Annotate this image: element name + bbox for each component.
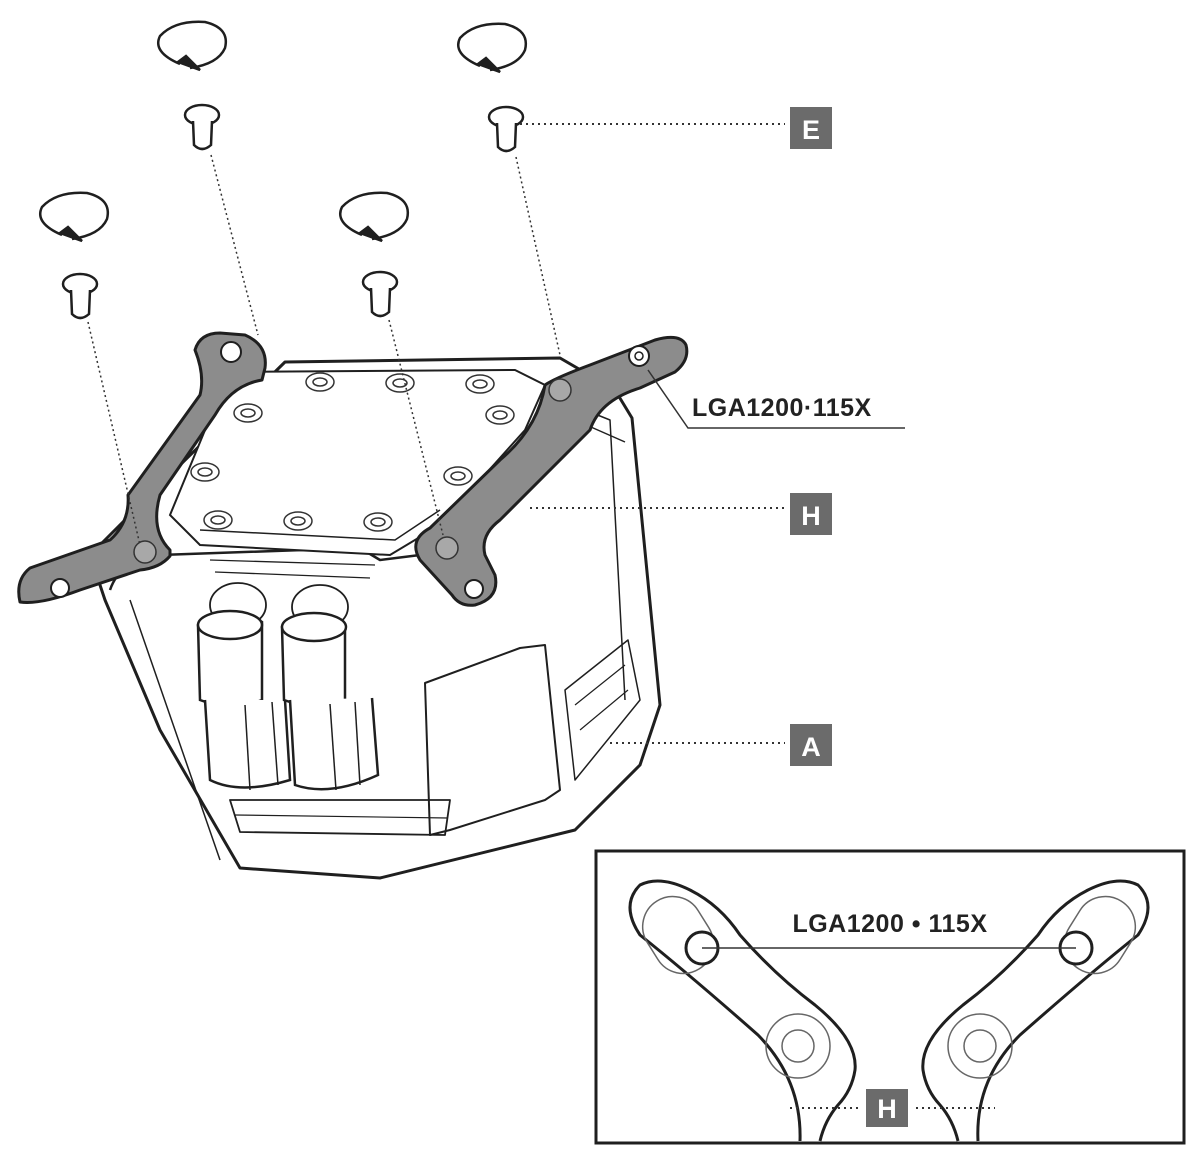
rotate-clockwise-icon: [157, 20, 228, 72]
screw-hole: [443, 466, 473, 486]
screw-icon: [183, 103, 221, 151]
svg-text:E: E: [802, 115, 820, 145]
screw-hole: [465, 374, 495, 394]
screw-hole: [203, 510, 233, 530]
screw-hole: [363, 512, 393, 532]
screw-hole: [385, 373, 415, 393]
tag-e: E: [790, 107, 832, 149]
mounting-bracket-right: [414, 335, 689, 607]
inset-detail: LGA1200 • 115X H: [594, 849, 1186, 1145]
rotation-arrows: [39, 20, 528, 243]
screw-hole: [283, 511, 313, 531]
leader-lines: [520, 123, 905, 744]
screw-hole: [485, 405, 515, 425]
screw-hole: [190, 462, 220, 482]
svg-text:H: H: [877, 1094, 897, 1124]
tube-fittings: [196, 582, 380, 791]
rotate-clockwise-icon: [339, 191, 410, 243]
fitting-left: [196, 582, 292, 791]
tag-h: H: [790, 493, 832, 535]
socket-label-inset: LGA1200 • 115X: [792, 910, 987, 938]
screw-icon: [361, 270, 399, 318]
screw-icon: [487, 105, 525, 153]
screw-icon: [61, 272, 99, 320]
tag-a: A: [790, 724, 832, 766]
mounting-bracket-left: [17, 331, 267, 604]
alignment-guides: [87, 154, 561, 546]
svg-text:A: A: [801, 732, 821, 762]
cold-plate-screw-holes: [190, 372, 515, 532]
svg-text:H: H: [801, 501, 821, 531]
rotate-clockwise-icon: [457, 22, 528, 74]
screw-hole: [305, 372, 335, 392]
inset-tag-h: H: [866, 1089, 908, 1127]
screws: [61, 103, 525, 320]
socket-label-main: LGA1200·115X: [692, 394, 872, 422]
fitting-right: [280, 584, 380, 791]
rotate-clockwise-icon: [39, 191, 110, 243]
screw-hole: [233, 403, 263, 423]
